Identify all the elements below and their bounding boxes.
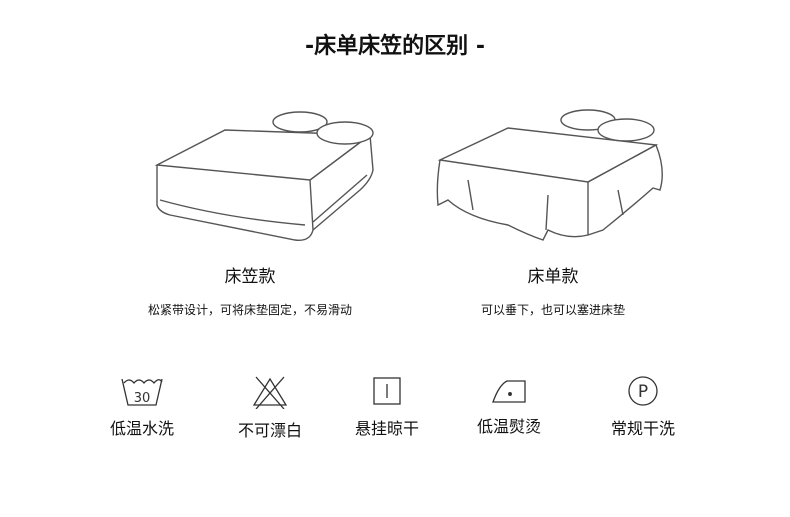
product-desc: 可以垂下，也可以塞进床垫 [480, 303, 625, 317]
care-label: 悬挂晾干 [354, 419, 419, 438]
svg-text:P: P [638, 382, 648, 402]
low-iron-icon [492, 380, 526, 403]
care-item-iron: 低温熨烫 [449, 375, 569, 437]
care-item-hang: 悬挂晾干 [327, 375, 447, 439]
care-label: 不可漂白 [237, 421, 302, 440]
dry-clean-icon: P [628, 376, 658, 406]
wash-30-icon: 30 [121, 378, 163, 406]
care-label: 常规干洗 [610, 419, 675, 438]
page-title: -床单床笠的区别 - [305, 34, 485, 59]
care-label: 低温熨烫 [476, 417, 541, 436]
flat-sheet-caption: 床单款 可以垂下，也可以塞进床垫 [403, 262, 703, 318]
fitted-sheet-bed-illustration [154, 111, 374, 241]
flat-sheet-bed-illustration [436, 109, 663, 241]
no-bleach-icon [252, 376, 288, 409]
care-item-bleach: 不可漂白 [210, 375, 330, 441]
care-item-dryclean: P 常规干洗 [583, 375, 703, 439]
product-name: 床笠款 [224, 267, 276, 287]
care-label: 低温水洗 [109, 419, 174, 438]
hang-dry-icon [373, 377, 401, 405]
product-name: 床单款 [527, 267, 579, 287]
svg-text:30: 30 [134, 391, 151, 406]
product-desc: 松紧带设计，可将床垫固定，不易滑动 [147, 303, 352, 317]
care-item-wash: 30 低温水洗 [82, 375, 202, 439]
fitted-sheet-caption: 床笠款 松紧带设计，可将床垫固定，不易滑动 [100, 262, 400, 318]
